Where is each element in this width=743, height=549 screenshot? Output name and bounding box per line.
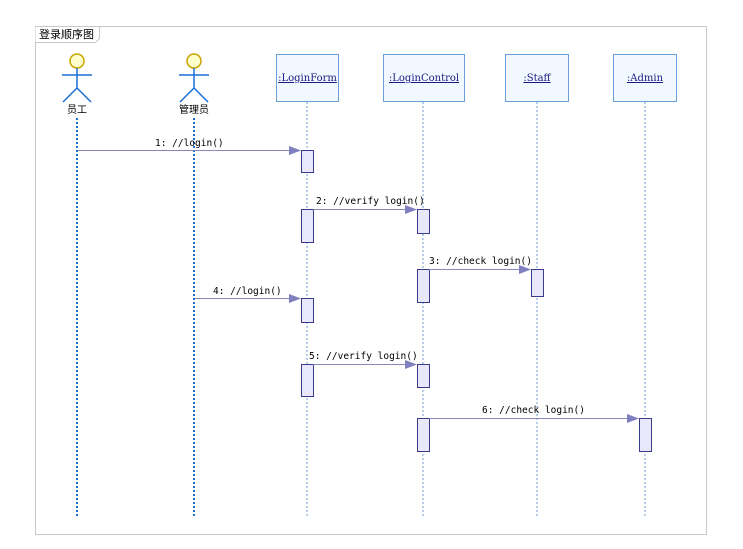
object-label: :LoginControl (389, 73, 459, 84)
message-6[interactable]: 6: //check login() (429, 405, 639, 423)
activation-bar (417, 364, 430, 388)
object-box (613, 54, 677, 102)
diagram-title: 登录顺序图 (39, 27, 94, 41)
object-label: :Admin (627, 73, 664, 84)
actor-employee[interactable]: 员工 (62, 53, 92, 116)
message-arrowhead (519, 265, 531, 274)
message-3[interactable]: 3: //check login() (429, 256, 532, 274)
frame-title-tab (35, 26, 100, 43)
activation-bar (417, 209, 430, 234)
message-5[interactable]: 5: //verify login() (309, 351, 418, 369)
actor-admin-user[interactable]: 管理员 (179, 53, 209, 116)
actor-label: 员工 (67, 104, 87, 116)
message-label: 2: //verify login() (316, 196, 425, 207)
message-label: 4: //login() (213, 286, 282, 297)
activation-bar (301, 150, 314, 173)
actor-left-leg (62, 87, 78, 103)
activation-bar (301, 364, 314, 397)
object-loginform[interactable]: :LoginForm (276, 54, 339, 102)
actor-right-leg (76, 87, 92, 103)
object-box (276, 54, 339, 102)
diagram-frame (35, 26, 707, 535)
actor-right-leg (193, 87, 209, 103)
activations (301, 150, 652, 452)
actor-head (69, 53, 85, 69)
message-label: 6: //check login() (482, 405, 585, 416)
object-label: :Staff (523, 73, 551, 84)
activation-bar (531, 269, 544, 297)
message-arrowhead (289, 146, 301, 155)
message-arrowhead (405, 205, 417, 214)
message-1[interactable]: 1: //login() (78, 138, 301, 155)
object-staff[interactable]: :Staff (505, 54, 569, 102)
message-label: 5: //verify login() (309, 351, 418, 362)
message-4[interactable]: 4: //login() (195, 286, 301, 303)
activation-bar (417, 269, 430, 303)
activation-bar (639, 418, 652, 452)
message-2[interactable]: 2: //verify login() (313, 196, 425, 214)
object-box (505, 54, 569, 102)
actor-head (186, 53, 202, 69)
object-box (383, 54, 465, 102)
message-label: 1: //login() (155, 138, 224, 149)
activation-bar (301, 298, 314, 323)
actor-left-leg (179, 87, 195, 103)
activation-bar (417, 418, 430, 452)
object-logincontrol[interactable]: :LoginControl (383, 54, 465, 102)
message-arrowhead (289, 294, 301, 303)
message-label: 3: //check login() (429, 256, 532, 267)
object-label: :LoginForm (278, 73, 337, 84)
message-arrowhead (627, 414, 639, 423)
activation-bar (301, 209, 314, 243)
object-admin[interactable]: :Admin (613, 54, 677, 102)
actor-label: 管理员 (179, 103, 209, 116)
message-arrowhead (405, 360, 417, 369)
